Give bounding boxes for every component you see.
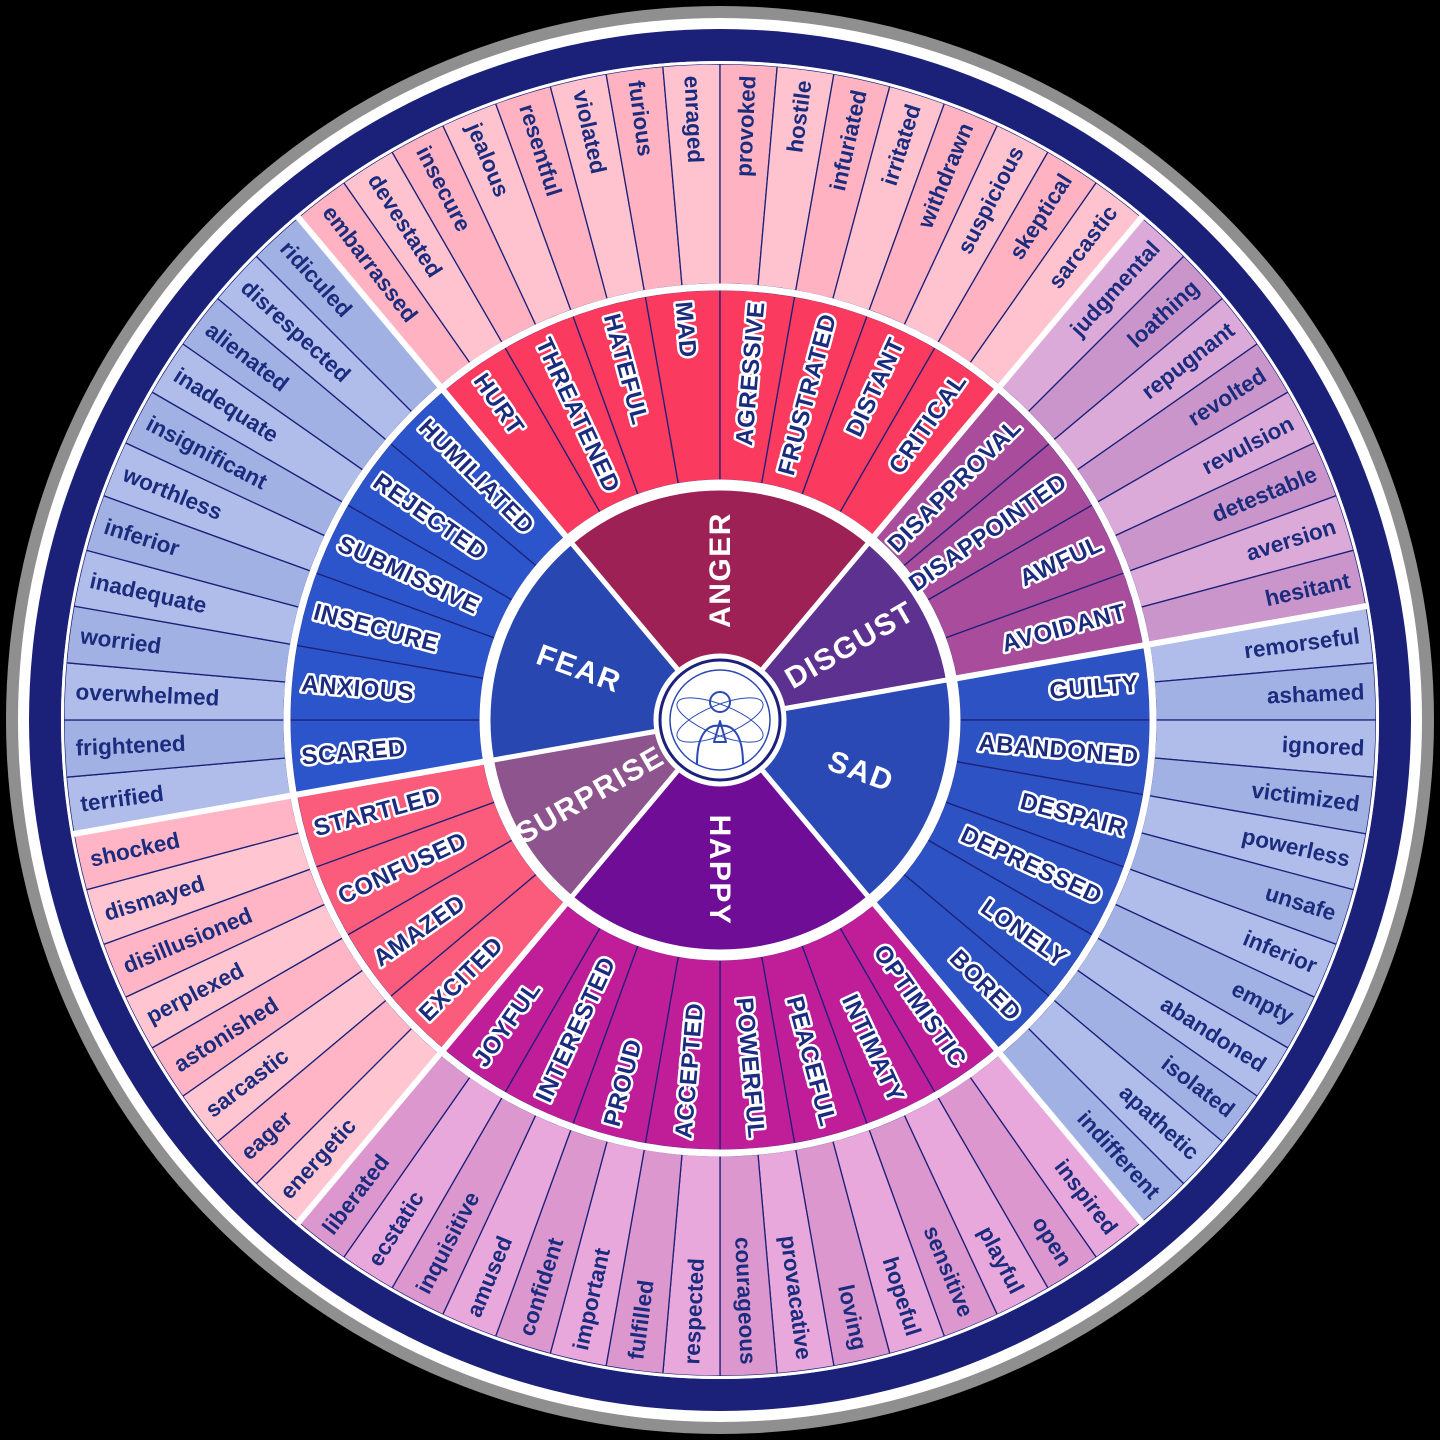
core-wedge	[488, 728, 683, 902]
center-hub	[658, 658, 782, 782]
mid-emotion-label: MAD	[670, 300, 702, 358]
core-emotion-label: ANGER	[704, 512, 737, 628]
outer-emotion-label: ignored	[1281, 732, 1365, 761]
core-wedge	[485, 538, 683, 764]
outer-emotion-label: respected	[679, 1258, 709, 1365]
core-wedge	[567, 765, 873, 955]
core-wedge	[757, 676, 955, 902]
outer-emotion-label: ashamed	[1266, 679, 1365, 708]
core-wedge	[757, 538, 952, 712]
outer-emotion-label: overwhelmed	[75, 679, 220, 710]
outer-emotion-label: enraged	[679, 75, 708, 164]
outer-emotion-label: provoked	[731, 75, 760, 177]
core-emotion-label: HAPPY	[703, 815, 736, 926]
outer-emotion-label: frightened	[75, 731, 186, 761]
core-wedge	[567, 485, 873, 675]
praying-person-icon	[658, 658, 782, 782]
outer-emotion-label: courageous	[730, 1236, 761, 1365]
